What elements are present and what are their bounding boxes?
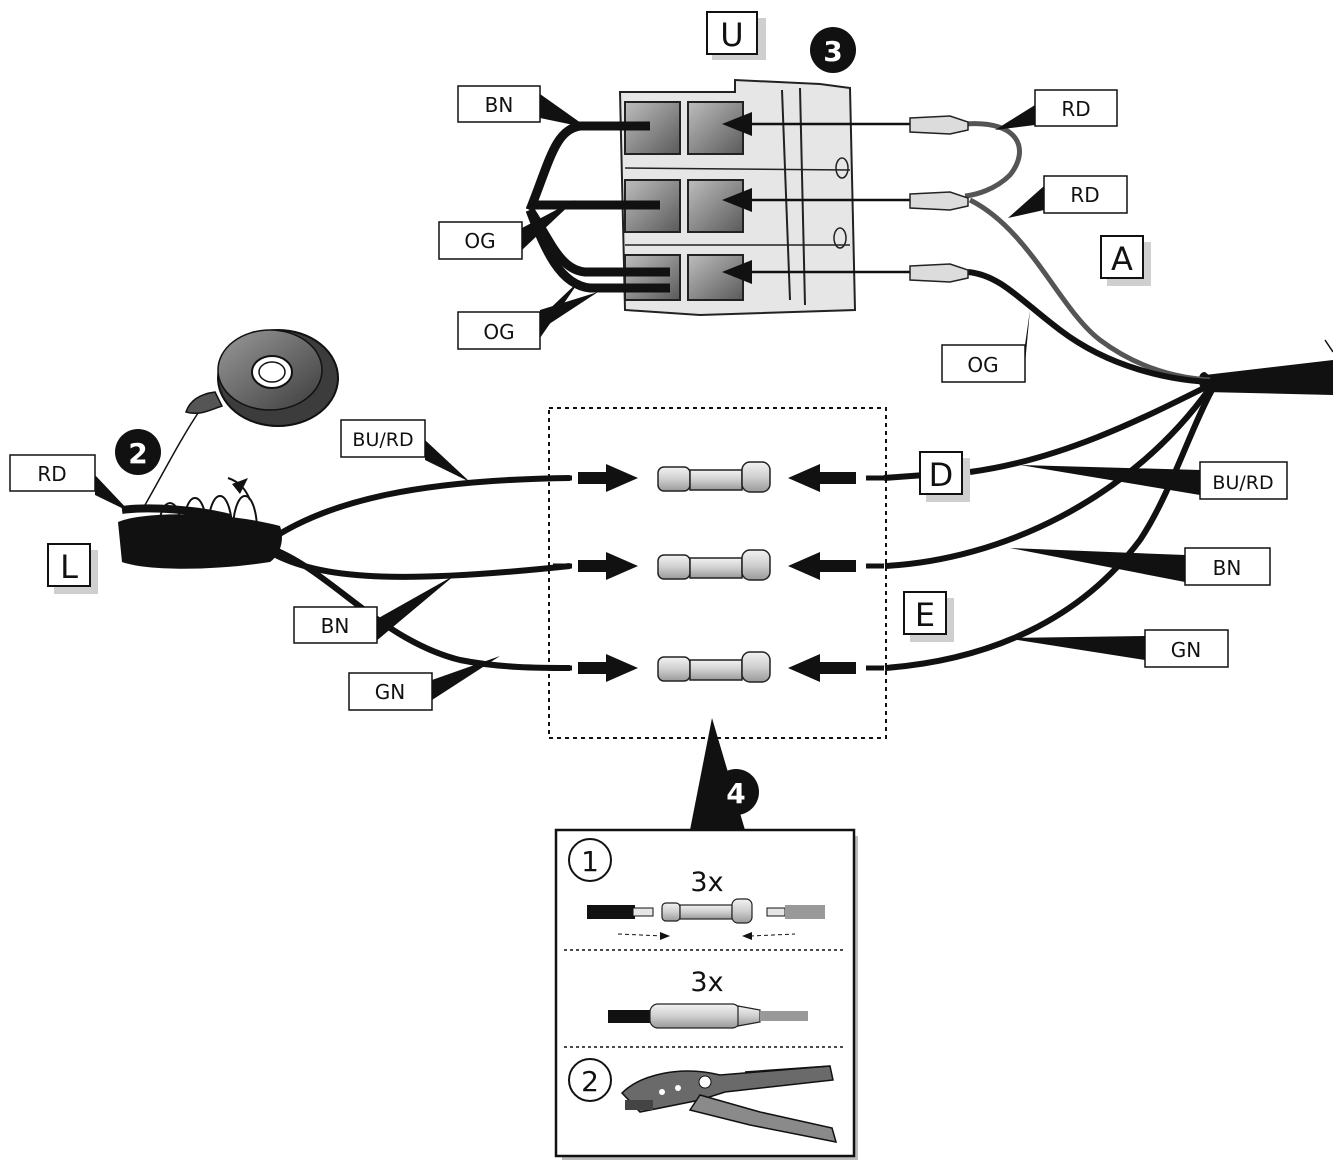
wire-label-bu-rd-right: BU/RD	[1199, 461, 1288, 500]
svg-text:GN: GN	[375, 680, 405, 704]
svg-text:L: L	[60, 548, 78, 586]
tape-roll-icon	[185, 329, 339, 427]
svg-text:BU/RD: BU/RD	[352, 429, 413, 451]
inset-quantity-top: 3x	[690, 867, 723, 898]
svg-text:RD: RD	[1070, 183, 1099, 207]
wire-label-og-right: OG	[941, 344, 1026, 383]
wire-label-gn-left: GN	[348, 672, 433, 711]
svg-text:4: 4	[726, 777, 745, 810]
svg-text:OG: OG	[483, 320, 514, 344]
svg-text:E: E	[915, 596, 935, 634]
wire-label-bu-rd-left: BU/RD	[340, 419, 426, 458]
svg-text:OG: OG	[464, 229, 495, 253]
svg-text:BN: BN	[485, 93, 514, 117]
svg-text:BN: BN	[1213, 556, 1242, 580]
crimp-instruction-inset: 1 3x 3x 2	[554, 828, 858, 1160]
butt-connector-icon	[661, 898, 753, 924]
splice-row-2	[553, 549, 884, 581]
wire-label-og-mid: OG	[438, 221, 523, 260]
left-cable	[118, 409, 571, 671]
letter-label-d: D	[919, 451, 970, 502]
letter-label-u: U	[706, 11, 766, 60]
inset-step-2-number: 2	[568, 1058, 612, 1102]
butt-connector-icon	[657, 461, 771, 493]
svg-text:RD: RD	[37, 462, 66, 486]
wire-label-rd-top: RD	[1034, 89, 1118, 127]
wire-label-rd-mid: RD	[1043, 175, 1128, 214]
svg-text:BU/RD: BU/RD	[1212, 472, 1273, 494]
svg-text:A: A	[1111, 240, 1133, 278]
svg-text:RD: RD	[1061, 97, 1090, 121]
butt-connector-icon	[657, 549, 771, 581]
wire-label-bn-top: BN	[457, 85, 541, 123]
splice-row-1	[553, 461, 926, 493]
inset-step-1-number: 1	[568, 838, 612, 882]
block-right-connectors	[722, 112, 969, 284]
wire-label-gn-right: GN	[1144, 629, 1229, 668]
svg-text:OG: OG	[967, 353, 998, 377]
wire-label-rd-left: RD	[9, 454, 96, 492]
inset-quantity-bottom: 3x	[690, 967, 723, 998]
splice-row-3	[553, 651, 884, 683]
crimped-connector-icon	[608, 1003, 808, 1029]
svg-text:D: D	[929, 456, 954, 494]
letter-label-l: L	[47, 543, 98, 594]
svg-text:2: 2	[128, 437, 147, 470]
step-badge-3: 3	[810, 27, 856, 73]
wire-label-bn-right: BN	[1184, 547, 1271, 586]
wire-label-og-low: OG	[457, 311, 541, 350]
svg-text:U: U	[720, 16, 743, 54]
svg-text:BN: BN	[321, 614, 350, 638]
step-badge-4: 4	[713, 769, 759, 815]
stripped-wire-right-icon	[766, 905, 825, 919]
svg-text:GN: GN	[1171, 638, 1201, 662]
stripped-wire-left-icon	[587, 905, 654, 919]
crimping-tool-icon	[620, 1065, 838, 1143]
butt-connector-icon	[657, 651, 771, 683]
svg-text:1: 1	[581, 845, 599, 878]
letter-label-e: E	[903, 591, 954, 642]
svg-text:3: 3	[823, 35, 842, 68]
letter-label-a: A	[1100, 235, 1151, 286]
wire-label-bn-left: BN	[293, 606, 378, 644]
svg-text:2: 2	[581, 1065, 599, 1098]
label-pointers	[95, 94, 1200, 700]
right-cable-bundle	[884, 121, 1333, 671]
step-badge-2: 2	[115, 429, 161, 475]
